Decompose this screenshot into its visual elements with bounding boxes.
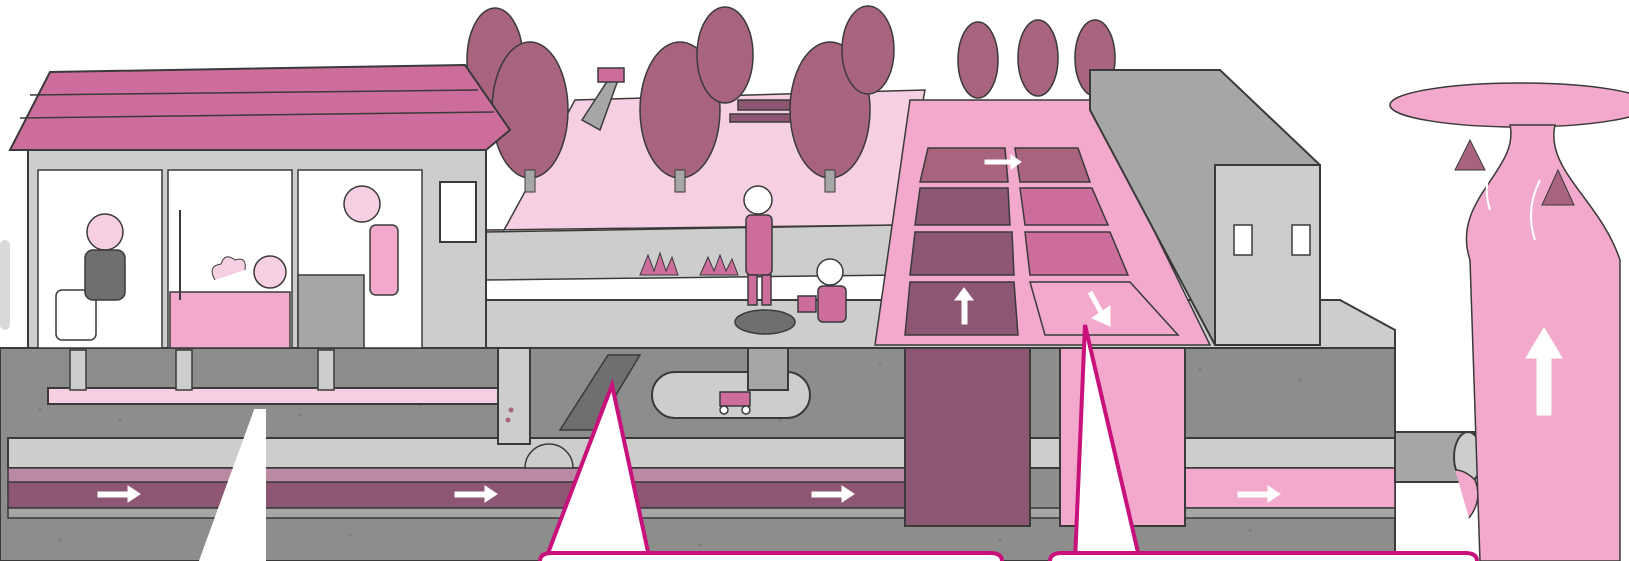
person-reading (87, 214, 123, 250)
manhole-cover (735, 310, 795, 334)
person-washing (344, 186, 380, 222)
tree (842, 6, 894, 94)
callout-box (1050, 553, 1477, 561)
house-roof (10, 65, 510, 150)
basin (1020, 188, 1108, 225)
sewer-pipe-upper (8, 438, 1395, 468)
bench (738, 100, 794, 110)
tree (697, 7, 753, 103)
tree (958, 22, 998, 98)
monitor-screen (798, 296, 816, 312)
house (10, 65, 510, 348)
bathtub (170, 292, 290, 348)
river (1390, 83, 1629, 561)
tree (492, 42, 568, 178)
basin (910, 232, 1014, 275)
left-edge-bubble (0, 240, 10, 330)
tree (1018, 20, 1058, 96)
child-in-bath (254, 256, 286, 288)
basin (915, 188, 1010, 225)
house-drain-pipe (48, 388, 502, 404)
basin (1025, 232, 1128, 275)
inspection-chamber (498, 344, 530, 444)
inspection-robot (720, 392, 750, 406)
house-window (440, 182, 476, 242)
basin (920, 148, 1008, 182)
worker-standing (744, 186, 772, 305)
treatment-tank-dark (905, 348, 1030, 526)
sink-counter (298, 275, 364, 348)
callout-box (540, 553, 1002, 561)
basin (1015, 148, 1090, 182)
